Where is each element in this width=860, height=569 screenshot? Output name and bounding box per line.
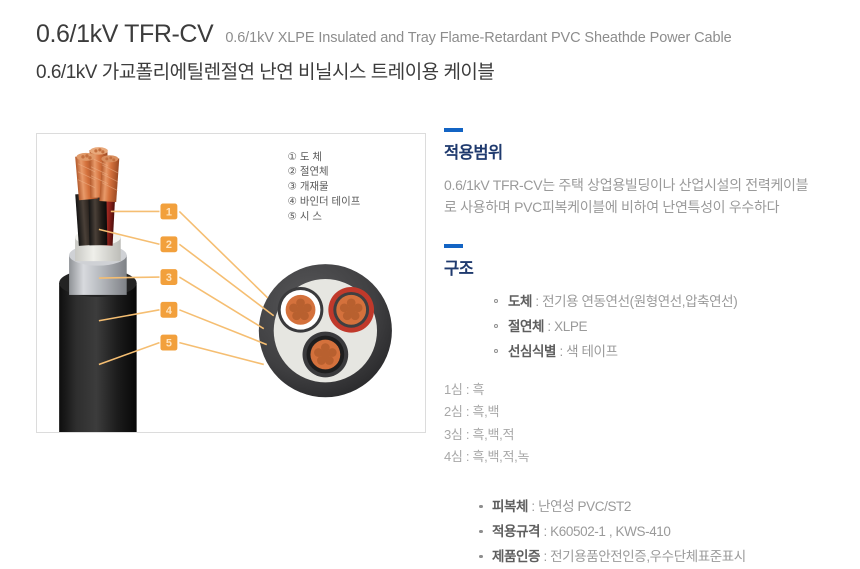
- spec-value: 난연성 PVC/ST2: [538, 499, 631, 514]
- list-item: 3심 : 흑,백,적: [444, 424, 844, 446]
- legend-item-1: ① 도 체: [288, 151, 322, 163]
- legend-label-3: 개재물: [300, 181, 329, 193]
- diagram-legend: ① 도 체 ② 절연체 ③ 개재물 ④ 바인더 테이프 ⑤ 시 스: [288, 151, 361, 223]
- legend-label-5: 시 스: [300, 210, 322, 222]
- callout-marker-3: 3: [160, 269, 177, 285]
- core-color-code-list: 1심 : 흑 2심 : 흑,백 3심 : 흑,백,적 4심 : 흑,백,적,녹: [444, 379, 844, 468]
- cable-cross-section-view: [259, 264, 392, 397]
- list-item: 4심 : 흑,백,적,녹: [444, 446, 844, 468]
- list-item: 피복체 : 난연성 PVC/ST2: [492, 495, 844, 520]
- page-title: 0.6/1kV TFR-CV: [36, 20, 213, 49]
- legend-label-2: 절연체: [300, 165, 329, 178]
- legend-item-5: ⑤ 시 스: [288, 210, 323, 222]
- legend-label-1: 도 체: [300, 151, 322, 163]
- legend-marker-2: ②: [288, 167, 297, 178]
- callout-marker-5: 5: [160, 335, 177, 351]
- title-row: 0.6/1kV TFR-CV 0.6/1kV XLPE Insulated an…: [36, 20, 836, 49]
- svg-text:2: 2: [166, 239, 172, 251]
- section-scope: 적용범위 0.6/1kV TFR-CV는 주택 상업용빌딩이나 산업시설의 전력…: [444, 128, 844, 218]
- structure-sep: :: [556, 344, 566, 359]
- legend-marker-1: ①: [288, 152, 297, 163]
- svg-text:1: 1: [166, 206, 172, 218]
- cable-longitudinal-view: [59, 147, 136, 432]
- legend-item-2: ② 절연체: [288, 165, 329, 178]
- spec-sep: :: [528, 499, 538, 514]
- structure-value: 전기용 연동연선(원형연선,압축연선): [542, 294, 737, 309]
- spec-value: 전기용품안전인증,우수단체표준표시: [550, 549, 746, 564]
- cable-diagram-panel: 1 2 3 4 5 ① 도 체 ② 절연체 ③ 개재물 ④: [36, 133, 426, 433]
- svg-text:3: 3: [166, 272, 172, 284]
- page-header: 0.6/1kV TFR-CV 0.6/1kV XLPE Insulated an…: [36, 20, 836, 84]
- spec-sep: :: [540, 549, 550, 564]
- page-subtitle: 0.6/1kV XLPE Insulated and Tray Flame-Re…: [225, 30, 731, 46]
- legend-label-4: 바인더 테이프: [300, 196, 361, 208]
- legend-item-4: ④ 바인더 테이프: [288, 196, 361, 208]
- cross-section-core-black: [303, 332, 349, 378]
- list-item: 1심 : 흑: [444, 379, 844, 401]
- cross-section-core-white: [278, 287, 324, 333]
- section-heading-structure: 구조: [444, 255, 844, 279]
- section-heading-scope: 적용범위: [444, 139, 844, 163]
- spec-label: 적용규격: [492, 524, 540, 539]
- section-structure: 구조 도체 : 전기용 연동연선(원형연선,압축연선) 절연체 : XLPE 선…: [444, 244, 844, 569]
- cable-conductor: [75, 147, 119, 202]
- spec-value: K60502-1 , KWS-410: [550, 524, 670, 539]
- spec-label: 피복체: [492, 499, 528, 514]
- content-column: 적용범위 0.6/1kV TFR-CV는 주택 상업용빌딩이나 산업시설의 전력…: [444, 128, 844, 569]
- structure-sep: :: [532, 294, 542, 309]
- svg-text:5: 5: [166, 338, 172, 350]
- list-item: 2심 : 흑,백: [444, 401, 844, 423]
- callout-markers: 1 2 3 4 5: [160, 204, 177, 351]
- accent-dash-structure: [444, 244, 463, 248]
- specification-list: 피복체 : 난연성 PVC/ST2 적용규격 : K60502-1 , KWS-…: [444, 495, 844, 569]
- legend-item-3: ③ 개재물: [288, 181, 329, 193]
- cable-sheath: [59, 283, 136, 432]
- list-item: 절연체 : XLPE: [508, 315, 844, 340]
- list-item: 선심식별 : 색 테이프: [508, 340, 844, 365]
- list-item: 도체 : 전기용 연동연선(원형연선,압축연선): [508, 290, 844, 315]
- structure-value: 색 테이프: [566, 344, 617, 359]
- structure-label: 절연체: [508, 319, 544, 334]
- cross-section-core-red: [328, 287, 374, 333]
- structure-list: 도체 : 전기용 연동연선(원형연선,압축연선) 절연체 : XLPE 선심식별…: [444, 290, 844, 365]
- structure-label: 도체: [508, 294, 532, 309]
- list-item: 제품인증 : 전기용품안전인증,우수단체표준표시: [492, 545, 844, 569]
- cable-diagram-image: 1 2 3 4 5 ① 도 체 ② 절연체 ③ 개재물 ④: [37, 134, 425, 432]
- callout-marker-1: 1: [160, 204, 177, 220]
- list-item: 적용규격 : K60502-1 , KWS-410: [492, 520, 844, 545]
- spec-sep: :: [540, 524, 550, 539]
- accent-dash-scope: [444, 128, 463, 132]
- spec-label: 제품인증: [492, 549, 540, 564]
- structure-label: 선심식별: [508, 344, 556, 359]
- legend-marker-4: ④: [288, 197, 297, 208]
- legend-marker-3: ③: [288, 182, 297, 193]
- structure-value: XLPE: [554, 319, 587, 334]
- page-title-korean: 0.6/1kV 가교폴리에틸렌절연 난연 비닐시스 트레이용 케이블: [36, 57, 836, 84]
- callout-marker-4: 4: [160, 302, 177, 318]
- structure-sep: :: [544, 319, 554, 334]
- section-paragraph-scope: 0.6/1kV TFR-CV는 주택 상업용빌딩이나 산업시설의 전력케이블로 …: [444, 174, 816, 218]
- callout-marker-2: 2: [160, 236, 177, 252]
- legend-marker-5: ⑤: [288, 211, 297, 222]
- svg-text:4: 4: [166, 305, 172, 317]
